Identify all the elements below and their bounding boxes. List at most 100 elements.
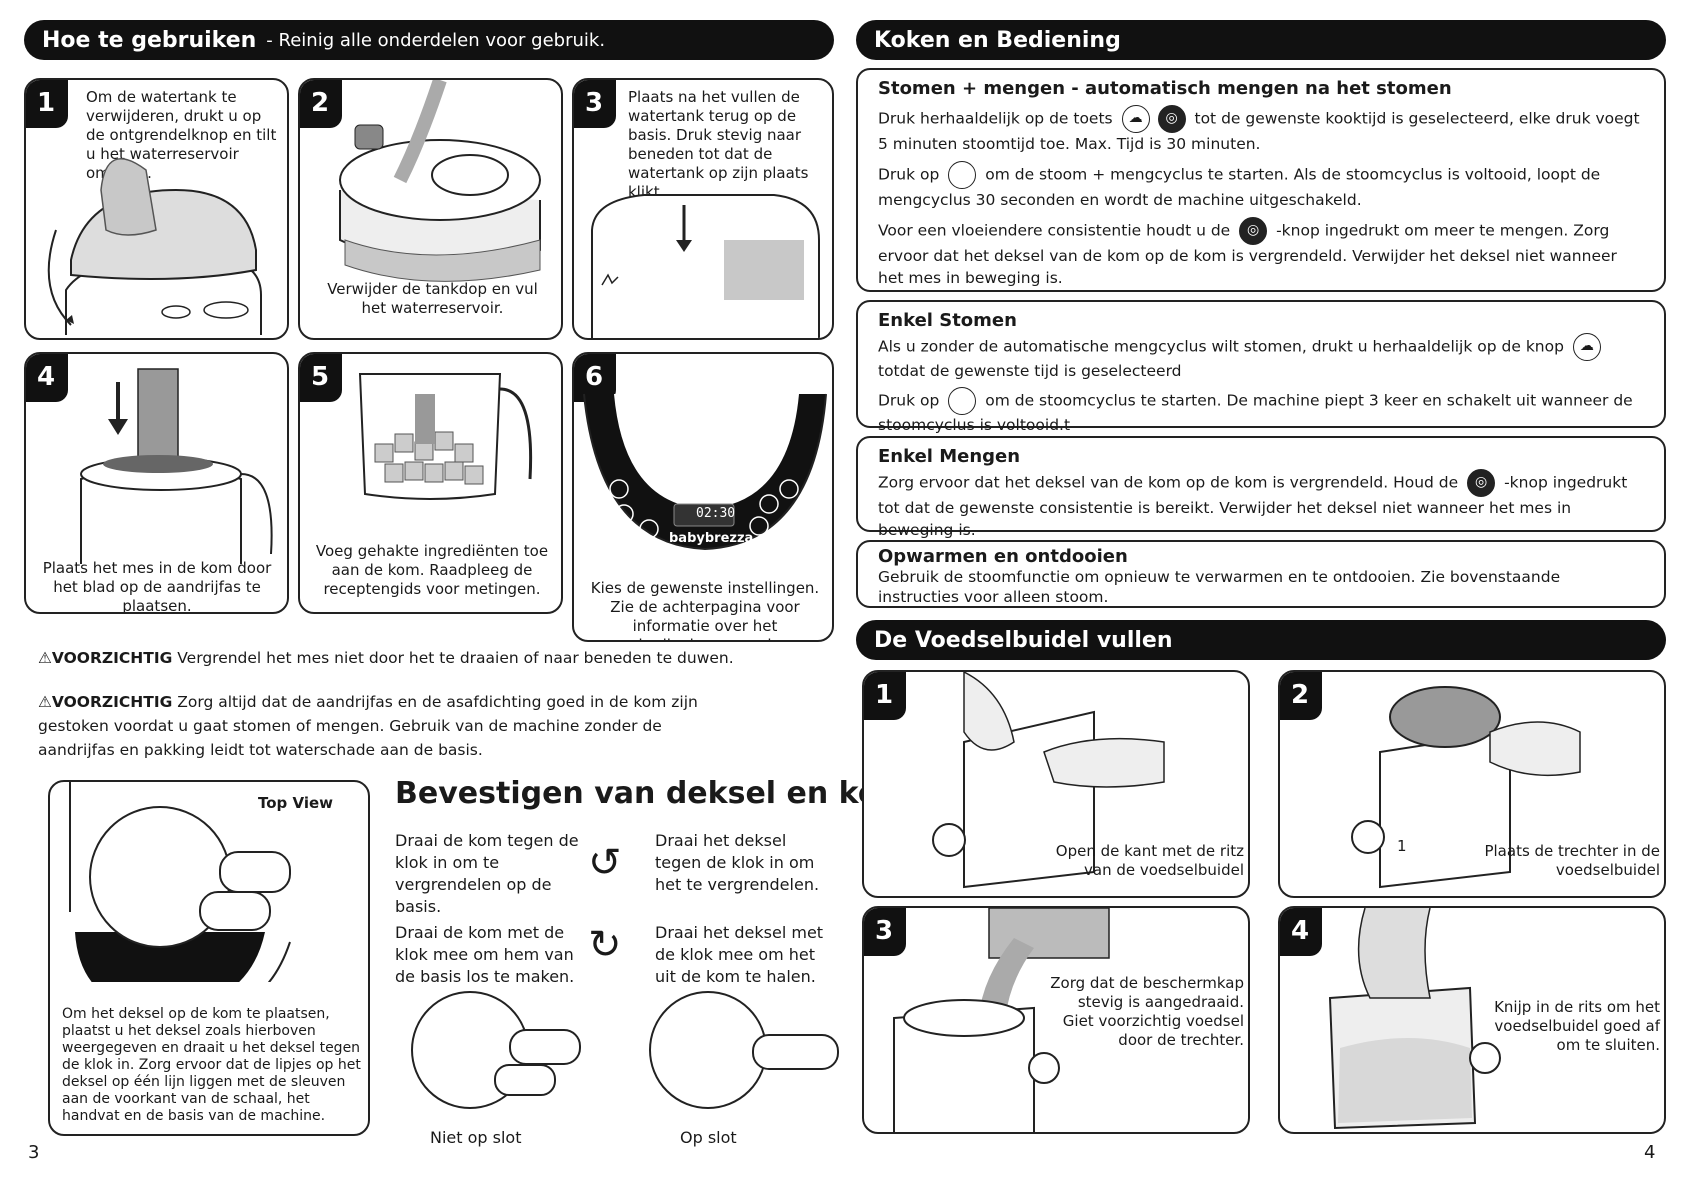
lid-unlocked-illustration bbox=[411, 991, 581, 1109]
pour-food-illustration bbox=[893, 908, 1110, 1132]
step-panel-1: 1 Om de watertank te verwijderen, drukt … bbox=[24, 78, 289, 340]
clockwise-icon: ↻ bbox=[588, 922, 622, 968]
bag-step-panel-3: 3 Zorg dat de beschermkap stevig is aang… bbox=[862, 906, 1250, 1134]
warning-label: VOORZICHTIG bbox=[51, 693, 173, 711]
swirl-icon: ◎ bbox=[1239, 217, 1268, 245]
warning-triangle-icon: ⚠ bbox=[38, 649, 52, 667]
swirl-icon: ◎ bbox=[1157, 105, 1186, 133]
bag-step-panel-2: 2 1 Plaats de trechter in de voedselbuid… bbox=[1278, 670, 1666, 898]
step-text: Plaats de trechter in de voedselbuidel bbox=[1484, 842, 1660, 879]
warning-label: VOORZICHTIG bbox=[51, 649, 173, 667]
text-part: om de stoom + mengcyclus te starten. Als… bbox=[878, 165, 1601, 210]
right-header-bar: Koken en Bediening bbox=[856, 20, 1666, 60]
not-locked-label: Niet op slot bbox=[430, 1128, 522, 1147]
step-panel-6: 6 02:30 babybrezza Kies de gewenste inst… bbox=[572, 352, 834, 642]
step-text: Zorg dat de beschermkap stevig is aanged… bbox=[1050, 974, 1244, 1049]
text-part: -knop ingedrukt tot dat de gewenste cons… bbox=[878, 473, 1628, 540]
display-time: 02:30 bbox=[696, 506, 736, 521]
text-part: tot de gewenste kooktijd is geselecteerd… bbox=[878, 109, 1640, 154]
step-text: Kies de gewenste instellingen. Zie de ac… bbox=[590, 579, 820, 640]
attach-title: Bevestigen van deksel en kom bbox=[395, 776, 910, 811]
text-part: Als u zonder de automatische mengcyclus … bbox=[878, 337, 1564, 356]
section-steam-blend: Stomen + mengen - automatisch mengen na … bbox=[856, 68, 1666, 292]
left-header-bar: Hoe te gebruiken - Reinig alle onderdele… bbox=[24, 20, 834, 60]
top-view-panel: Top View Om het deksel op de kom te plaa… bbox=[48, 780, 370, 1136]
step-text: Plaats het mes in de kom door het blad o… bbox=[42, 559, 272, 614]
warning-2: ⚠VOORZICHTIG Zorg altijd dat de aandrijf… bbox=[38, 690, 738, 762]
bag-small-number: 1 bbox=[1397, 837, 1407, 855]
insert-blade-illustration bbox=[80, 368, 273, 564]
section-title: Enkel Stomen bbox=[878, 310, 1017, 331]
attach-text-d: Draai het deksel met de klok mee om het … bbox=[655, 923, 824, 986]
bag-step-panel-4: 4 Knijp in de rits om het voedselbuidel … bbox=[1278, 906, 1666, 1134]
step-number: 2 bbox=[1280, 672, 1322, 720]
step-number: 1 bbox=[26, 80, 68, 128]
bag-header-title: De Voedselbuidel vullen bbox=[874, 627, 1173, 653]
left-header-title: Hoe te gebruiken bbox=[42, 27, 257, 53]
warning-text: Vergrendel het mes niet door het te draa… bbox=[177, 649, 734, 667]
step-panel-5: 5 Voeg gehakte ingrediënten toe aan de k… bbox=[298, 352, 563, 614]
section-title: Enkel Mengen bbox=[878, 446, 1021, 467]
text-part: Druk op bbox=[878, 391, 940, 410]
step-panel-4: 4 Plaats het mes in de kom door het blad… bbox=[24, 352, 289, 614]
section-reheat: Opwarmen en ontdooien Gebruik de stoomfu… bbox=[856, 540, 1666, 608]
attach-text-a: Draai de kom tegen de klok in om te verg… bbox=[395, 831, 579, 916]
step-number: 3 bbox=[574, 80, 616, 128]
attach-text-c: Draai de kom met de klok mee om hem van … bbox=[395, 923, 575, 986]
section-paragraph: Zorg ervoor dat het deksel van de kom op… bbox=[878, 469, 1644, 541]
text-part: -knop ingedrukt om meer te mengen. Zorg … bbox=[878, 221, 1617, 288]
circle-button-icon bbox=[948, 161, 977, 189]
counterclockwise-icon: ↺ bbox=[588, 840, 622, 886]
step-text: Open de kant met de ritz van de voedselb… bbox=[1055, 842, 1244, 879]
text-part: Druk op bbox=[878, 165, 940, 184]
attach-text-b: Draai het deksel tegen de klok in om het… bbox=[655, 831, 820, 894]
step-panel-3: 3 Plaats na het vullen de watertank teru… bbox=[572, 78, 834, 340]
step-number: 4 bbox=[26, 354, 68, 402]
step-number: 4 bbox=[1280, 908, 1322, 956]
circle-button-icon bbox=[948, 387, 977, 415]
text-part: Voor een vloeiendere consistentie houdt … bbox=[878, 221, 1231, 240]
warning-text: Zorg altijd dat de aandrijfas en de asaf… bbox=[38, 693, 698, 759]
locked-label: Op slot bbox=[680, 1128, 737, 1147]
section-steam-only: Enkel Stomen Als u zonder de automatisch… bbox=[856, 300, 1666, 434]
section-title: Stomen + mengen - automatisch mengen na … bbox=[878, 78, 1452, 99]
step-panel-2: 2 Verwijder de tankdop en vul het waterr… bbox=[298, 78, 563, 340]
step-number: 2 bbox=[300, 80, 342, 128]
left-header-subtitle: - Reinig alle onderdelen voor gebruik. bbox=[266, 29, 606, 51]
section-paragraph: Gebruik de stoomfunctie om opnieuw te ve… bbox=[878, 568, 1561, 606]
funnel-bag-illustration bbox=[1351, 686, 1581, 889]
lid-locked-illustration bbox=[649, 991, 839, 1109]
add-ingredients-illustration bbox=[358, 373, 533, 500]
step-number: 5 bbox=[300, 354, 342, 402]
step-number: 3 bbox=[864, 908, 906, 956]
brand-logo: babybrezza bbox=[669, 531, 754, 546]
step-text: Verwijder de tankdop en vul het waterres… bbox=[327, 280, 538, 317]
step-number: 1 bbox=[864, 672, 906, 720]
text-part: om de stoomcyclus te starten. De machine… bbox=[878, 391, 1633, 435]
cloud-icon: ☁ bbox=[1572, 333, 1601, 361]
bag-header-bar: De Voedselbuidel vullen bbox=[856, 620, 1666, 660]
section-paragraph: Druk herhaaldelijk op de toets ☁◎ tot de… bbox=[878, 105, 1644, 155]
swirl-icon: ◎ bbox=[1467, 469, 1496, 497]
step-text: Knijp in de rits om het voedselbuidel go… bbox=[1494, 998, 1660, 1054]
cloud-icon: ☁ bbox=[1121, 105, 1150, 133]
text-part: Zorg ervoor dat het deksel van de kom op… bbox=[878, 473, 1459, 492]
section-paragraph: Druk op om de stoomcyclus te starten. De… bbox=[878, 387, 1644, 435]
water-tank-illustration bbox=[47, 158, 262, 335]
warning-triangle-icon: ⚠ bbox=[38, 693, 52, 711]
text-part: Druk herhaaldelijk op de toets bbox=[878, 109, 1113, 128]
bag-step-panel-1: 1 Open de kant met de ritz van de voedse… bbox=[862, 670, 1250, 898]
replace-tank-illustration bbox=[591, 194, 820, 338]
section-paragraph: Als u zonder de automatische mengcyclus … bbox=[878, 333, 1644, 381]
warning-1: ⚠VOORZICHTIG Vergrendel het mes niet doo… bbox=[38, 646, 828, 670]
section-blend-only: Enkel Mengen Zorg ervoor dat het deksel … bbox=[856, 436, 1666, 539]
open-bag-illustration bbox=[932, 672, 1165, 889]
control-panel-illustration bbox=[583, 393, 827, 551]
page-number-left: 3 bbox=[28, 1142, 40, 1163]
page-number-right: 4 bbox=[1644, 1142, 1656, 1163]
section-paragraph: Voor een vloeiendere consistentie houdt … bbox=[878, 217, 1644, 289]
top-view-illustration bbox=[69, 782, 291, 982]
text-part: totdat de gewenste tijd is geselecteerd bbox=[878, 362, 1182, 380]
right-header-title: Koken en Bediening bbox=[874, 27, 1121, 53]
section-paragraph: Druk op om de stoom + mengcyclus te star… bbox=[878, 161, 1644, 211]
